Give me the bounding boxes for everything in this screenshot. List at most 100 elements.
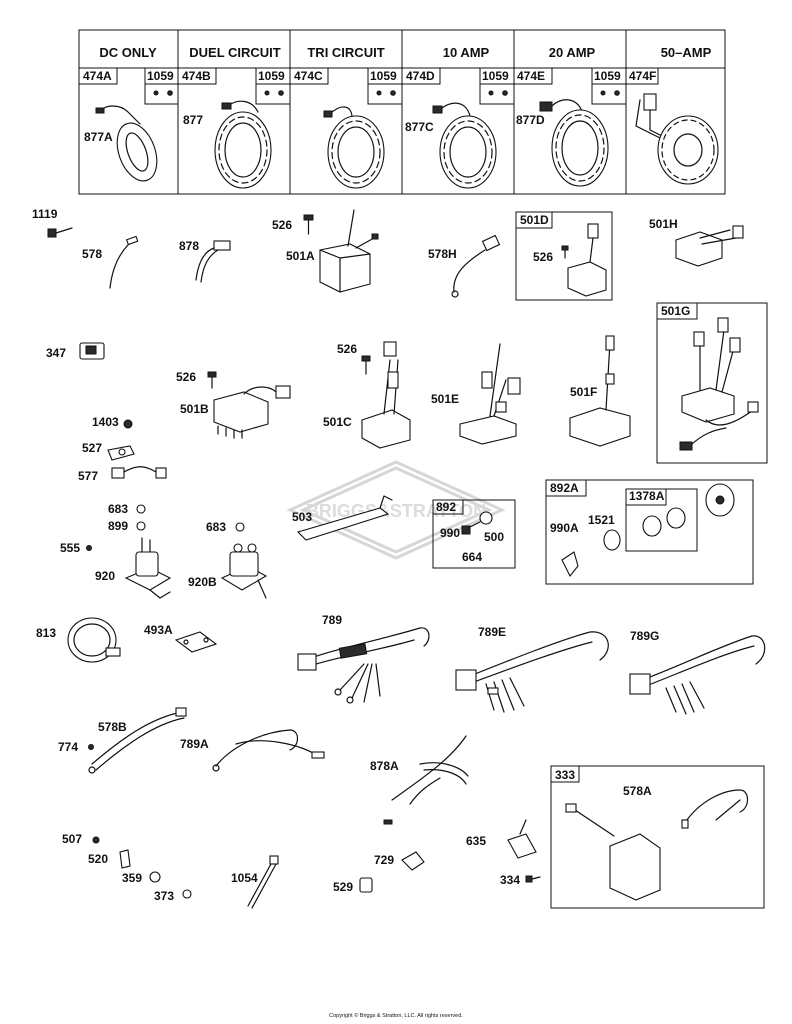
label-1403: 1403 (92, 415, 119, 429)
label-529: 529 (333, 880, 353, 894)
nut-373 (182, 889, 192, 899)
col-header-20-amp: 20 AMP (549, 45, 596, 60)
label-1054: 1054 (231, 871, 258, 885)
col-header-50-amp: 50–AMP (661, 45, 712, 60)
stator-474d-drawing (432, 102, 497, 189)
label-892: 892 (436, 500, 456, 514)
label-555: 555 (60, 541, 80, 555)
sub-label-474b: 474B (182, 69, 211, 83)
label-347: 347 (46, 346, 66, 360)
stator-474a-drawing (95, 105, 158, 182)
label-501g: 501G (661, 304, 690, 318)
label-774: 774 (58, 740, 78, 754)
nut-683-b (235, 522, 245, 532)
col-header-10-amp: 10 AMP (443, 45, 490, 60)
stator-table: DC ONLY DUEL CIRCUIT TRI CIRCUIT 10 AMP … (78, 29, 726, 195)
regulator-501h (675, 225, 744, 267)
label-877a: 877A (84, 130, 113, 144)
label-526-c: 526 (176, 370, 196, 384)
label-359: 359 (122, 871, 142, 885)
screw-334 (525, 875, 541, 883)
sub-label-474d: 474D (406, 69, 435, 83)
screw-526-d (361, 355, 371, 375)
label-877d: 877D (516, 113, 545, 127)
wire-789a (212, 729, 325, 772)
washer-899 (136, 521, 146, 531)
screw-774 (88, 744, 94, 750)
box-892a: 892A 1378A 990A 1521 (545, 479, 754, 585)
box-501d: 501D 526 (515, 211, 613, 301)
harness-789g (629, 635, 766, 715)
label-501c: 501C (323, 415, 352, 429)
label-526-a: 526 (272, 218, 292, 232)
label-526-d: 526 (337, 342, 357, 356)
solenoid-920b (220, 543, 268, 599)
label-789g: 789G (630, 629, 659, 643)
screw-507 (92, 836, 100, 844)
box-892: 892 990 500 664 (432, 499, 516, 569)
wire-878 (195, 240, 231, 283)
wire-878a (383, 735, 469, 825)
clip-527 (107, 445, 135, 461)
label-578b: 578B (98, 720, 127, 734)
label-578h: 578H (428, 247, 457, 261)
label-990a: 990A (550, 521, 579, 535)
label-877c: 877C (405, 120, 434, 134)
label-789: 789 (322, 613, 342, 627)
box-333: 333 578A (550, 765, 765, 909)
clip-520 (119, 849, 131, 869)
cable-577 (111, 466, 167, 479)
label-877: 877 (183, 113, 203, 127)
screw-icons (153, 90, 620, 96)
grommet-529 (359, 877, 373, 893)
sub-label-474c: 474C (294, 69, 323, 83)
label-503: 503 (292, 510, 312, 524)
harness-789 (297, 627, 430, 704)
screw-label-3: 1059 (370, 69, 397, 83)
label-920b: 920B (188, 575, 217, 589)
solenoid-920 (124, 537, 172, 599)
screw-526-c (207, 371, 217, 389)
label-990: 990 (440, 526, 460, 540)
label-507: 507 (62, 832, 82, 846)
label-1378a: 1378A (629, 489, 665, 503)
col-header-dc-only: DC ONLY (99, 45, 157, 60)
stator-474e-drawing (539, 99, 609, 187)
label-501f: 501F (570, 385, 597, 399)
label-493a: 493A (144, 623, 173, 637)
label-878: 878 (179, 239, 199, 253)
wire-578h (451, 234, 501, 298)
screw-555 (86, 545, 92, 551)
label-501a: 501A (286, 249, 315, 263)
label-878a: 878A (370, 759, 399, 773)
switch-347 (79, 342, 105, 360)
bolt-1119 (47, 227, 73, 238)
regulator-501a (319, 209, 379, 293)
label-500: 500 (484, 530, 504, 544)
label-664: 664 (462, 550, 482, 564)
label-899: 899 (108, 519, 128, 533)
sub-label-474a: 474A (83, 69, 112, 83)
wire-578 (109, 235, 139, 289)
screw-label-4: 1059 (482, 69, 509, 83)
regulator-501f (569, 335, 631, 447)
sub-label-474f: 474F (629, 69, 656, 83)
label-729: 729 (374, 853, 394, 867)
label-920: 920 (95, 569, 115, 583)
sub-label-474e: 474E (517, 69, 545, 83)
washer-359 (149, 871, 161, 883)
label-578: 578 (82, 247, 102, 261)
label-683-b: 683 (206, 520, 226, 534)
label-578a: 578A (623, 784, 652, 798)
screw-label-5: 1059 (594, 69, 621, 83)
label-373: 373 (154, 889, 174, 903)
label-892a: 892A (550, 481, 579, 495)
clip-729 (401, 851, 425, 871)
label-1521: 1521 (588, 513, 615, 527)
bracket-493a (174, 631, 218, 653)
clamp-813 (67, 617, 121, 663)
label-1119: 1119 (32, 207, 58, 221)
label-526-b: 526 (533, 250, 553, 264)
copyright-notice: Copyright © Briggs & Stratton, LLC. All … (329, 1013, 463, 1019)
